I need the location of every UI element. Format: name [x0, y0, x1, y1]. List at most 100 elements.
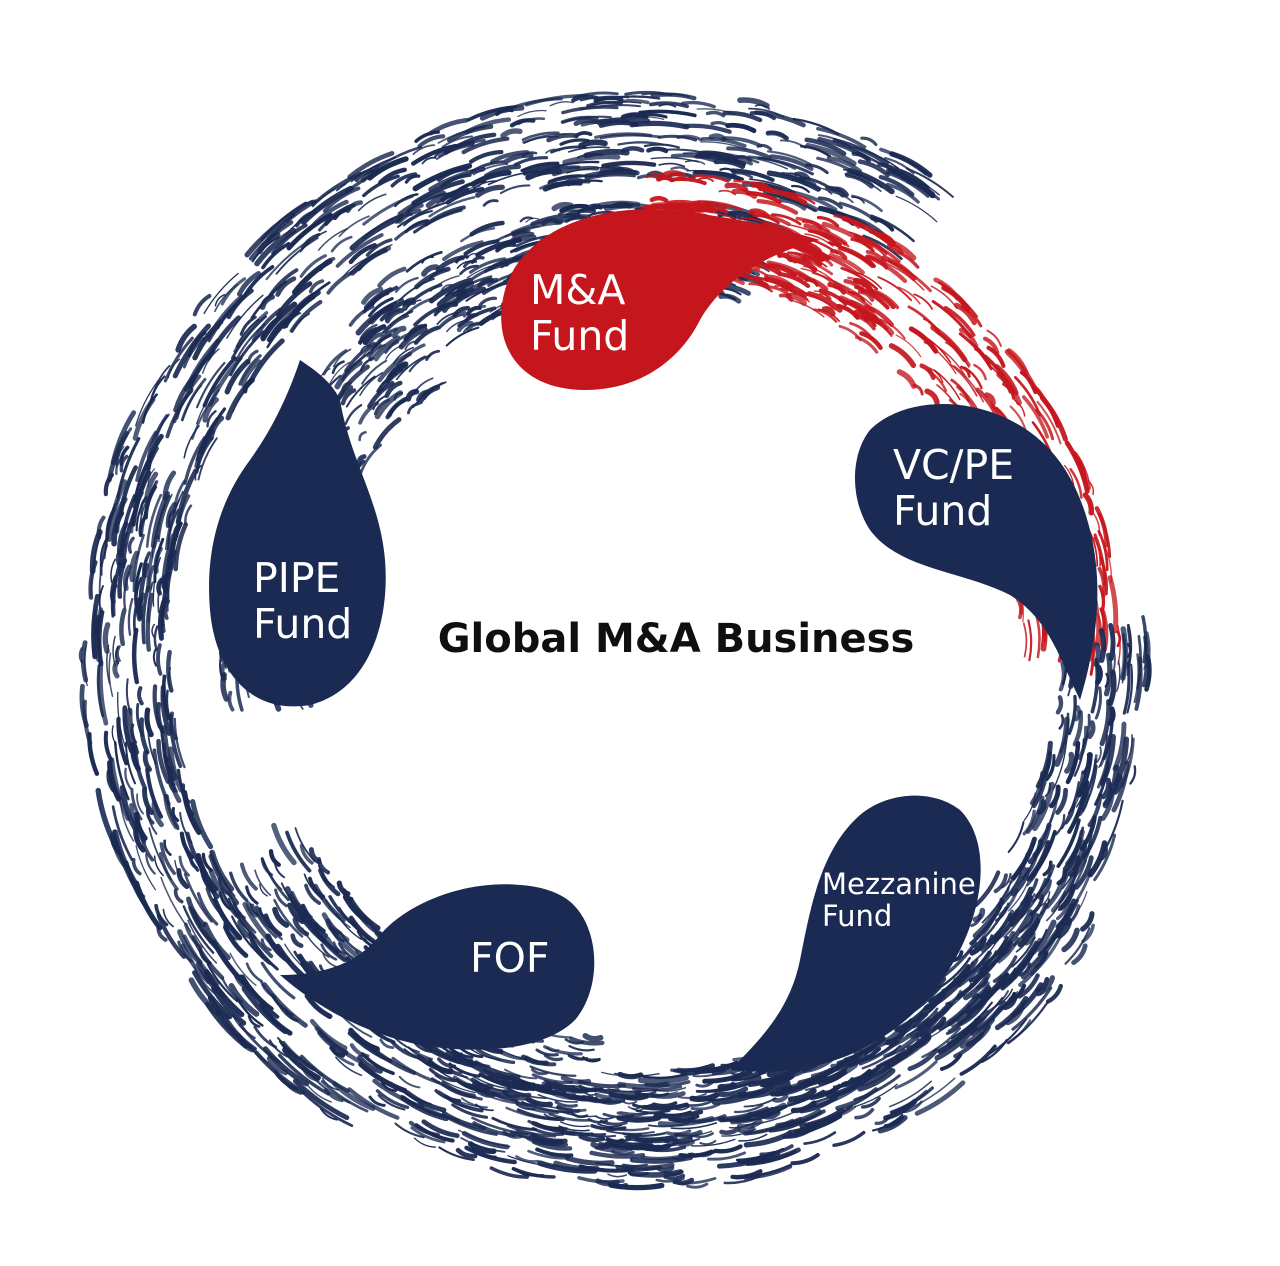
brush-stroke	[655, 1177, 685, 1183]
brush-stroke	[349, 1043, 370, 1059]
brush-stroke	[956, 950, 992, 988]
brush-stroke	[601, 1071, 643, 1077]
brush-stroke	[391, 1081, 407, 1092]
brush-stroke	[132, 397, 156, 441]
brush-stroke	[513, 156, 549, 167]
brush-stroke	[861, 1044, 902, 1070]
brush-stroke	[290, 933, 304, 948]
brush-stroke	[655, 175, 674, 183]
brush-stroke	[562, 178, 584, 184]
brush-stroke	[658, 103, 677, 108]
brush-stroke	[872, 1114, 904, 1132]
brush-stroke	[403, 323, 428, 342]
brush-stroke	[140, 480, 159, 537]
brush-stroke	[672, 1177, 717, 1185]
brush-stroke	[545, 1125, 594, 1137]
brush-stroke	[861, 315, 877, 328]
brush-stroke	[520, 1054, 549, 1066]
brush-stroke	[1027, 929, 1048, 956]
brush-stroke	[349, 214, 403, 251]
brush-stroke	[586, 100, 623, 108]
brush-stroke	[382, 310, 414, 334]
brush-stroke	[152, 556, 161, 607]
brush-stroke	[132, 597, 140, 638]
brush-stroke	[1035, 614, 1041, 659]
brush-stroke	[335, 233, 384, 268]
brush-stroke	[470, 160, 505, 174]
brush-stroke	[790, 184, 810, 194]
brush-stroke	[209, 849, 235, 892]
brush-stroke	[728, 1113, 754, 1123]
brush-stroke	[241, 986, 288, 1035]
brush-stroke	[193, 965, 217, 996]
brush-stroke	[984, 392, 996, 406]
brush-stroke	[838, 298, 876, 323]
brush-stroke	[320, 943, 338, 961]
brush-stroke	[394, 276, 419, 293]
brush-stroke	[461, 1130, 510, 1150]
brush-stroke	[322, 953, 337, 968]
brush-stroke	[308, 279, 325, 294]
brush-stroke	[202, 397, 219, 423]
brush-stroke	[1074, 855, 1094, 890]
brush-stroke	[870, 214, 915, 243]
brush-stroke	[584, 173, 636, 181]
brush-stroke	[412, 163, 473, 192]
brush-stroke	[119, 454, 129, 473]
brush-stroke	[816, 215, 840, 228]
brush-stroke	[1101, 777, 1112, 800]
brush-stroke	[1061, 927, 1080, 953]
brush-stroke	[780, 171, 817, 187]
brush-stroke	[638, 109, 697, 118]
brush-stroke	[809, 1083, 842, 1101]
brush-stroke	[122, 705, 134, 754]
brush-stroke	[226, 288, 254, 320]
brush-stroke	[410, 1126, 446, 1144]
brush-stroke	[1065, 904, 1081, 926]
brush-stroke	[227, 690, 235, 712]
brush-stroke	[257, 907, 283, 941]
brush-stroke	[451, 275, 493, 296]
brush-stroke	[111, 725, 117, 746]
brush-stroke	[913, 293, 933, 310]
brush-stroke	[112, 659, 120, 679]
brush-stroke	[110, 574, 117, 604]
brush-stroke	[1021, 395, 1050, 439]
brush-stroke	[116, 521, 129, 557]
brush-stroke	[730, 1169, 763, 1180]
brush-stroke	[442, 240, 484, 262]
ma-fund-blob	[501, 209, 820, 390]
brush-stroke	[178, 855, 191, 877]
brush-stroke	[736, 155, 789, 170]
brush-stroke	[1082, 752, 1091, 775]
brush-stroke	[412, 144, 436, 155]
brush-stroke	[733, 179, 770, 191]
brush-stroke	[885, 262, 925, 291]
brush-stroke	[1087, 720, 1096, 740]
brush-stroke	[649, 101, 689, 109]
brush-stroke	[135, 497, 147, 532]
brush-stroke	[405, 250, 443, 273]
brush-stroke	[455, 1147, 478, 1159]
brush-stroke	[110, 558, 116, 584]
brush-stroke	[460, 1097, 488, 1109]
brush-stroke	[518, 1079, 553, 1091]
brush-stroke	[804, 137, 847, 156]
brush-stroke	[168, 746, 185, 793]
brush-stroke	[330, 235, 353, 253]
brush-stroke	[553, 1080, 581, 1088]
brush-stroke	[492, 230, 528, 244]
brush-stroke	[728, 1121, 757, 1129]
brush-stroke	[471, 263, 509, 280]
brush-stroke	[148, 827, 172, 880]
brush-stroke	[347, 151, 395, 180]
brush-stroke	[456, 260, 474, 269]
brush-stroke	[406, 402, 420, 415]
brush-stroke	[606, 1130, 655, 1135]
brush-stroke	[267, 268, 299, 298]
brush-stroke	[160, 684, 172, 736]
brush-stroke	[1009, 852, 1029, 884]
brush-stroke	[994, 366, 1016, 395]
brush-stroke	[864, 304, 894, 327]
brush-stroke	[150, 491, 171, 549]
